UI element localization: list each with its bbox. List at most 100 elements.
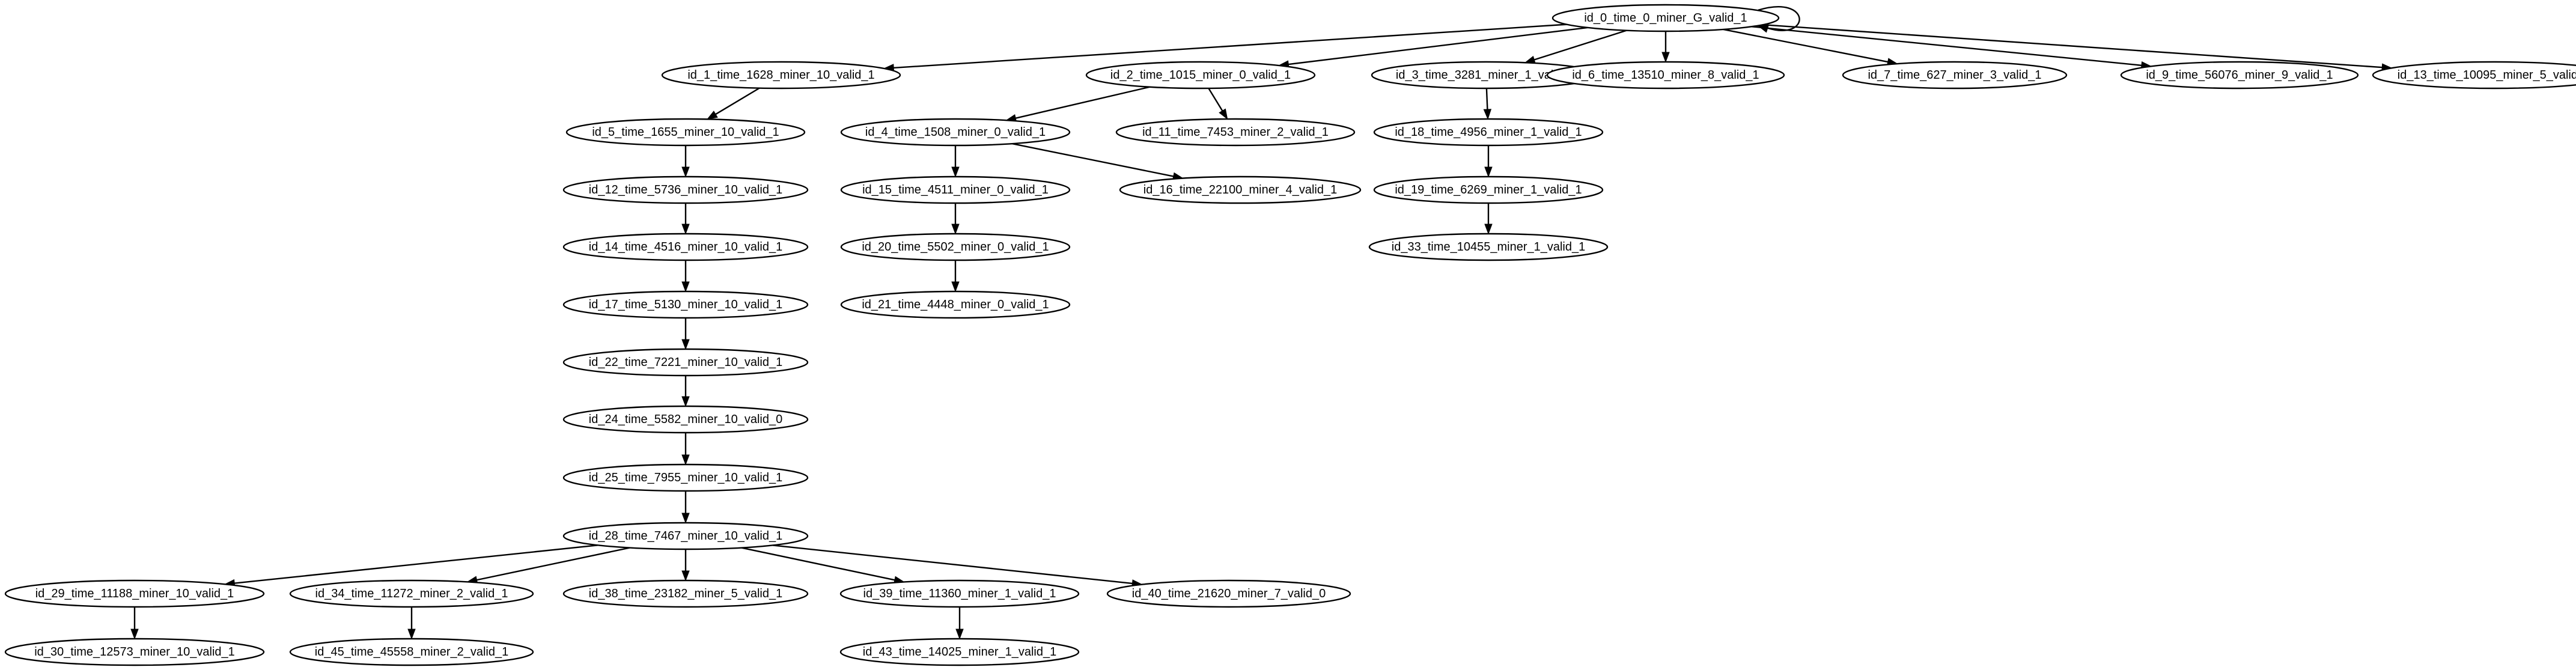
- node-ellipse: [562, 348, 809, 377]
- tree-node: id_3_time_3281_miner_1_valid_1: [1371, 61, 1601, 90]
- edge-line: [1012, 142, 1175, 177]
- tree-node: id_29_time_11188_miner_10_valid_1: [4, 579, 265, 608]
- edge-arrowhead: [1484, 166, 1493, 178]
- edge-line: [893, 23, 1567, 69]
- node-ellipse: [289, 638, 534, 666]
- edge: [951, 145, 960, 178]
- tree-node: id_19_time_6269_miner_1_valid_1: [1373, 175, 1604, 204]
- node-ellipse: [2372, 61, 2576, 90]
- edge: [681, 376, 690, 407]
- edge-line: [1208, 88, 1223, 112]
- node-ellipse: [4, 579, 265, 608]
- edge-arrowhead: [951, 166, 960, 178]
- tree-node: id_40_time_21620_miner_7_valid_0: [1106, 579, 1351, 608]
- edge: [1723, 28, 1898, 66]
- edge: [1484, 145, 1493, 178]
- edge: [681, 145, 690, 178]
- edge-line: [1762, 23, 2383, 69]
- edge: [681, 491, 690, 524]
- node-ellipse: [1373, 175, 1604, 204]
- node-ellipse: [840, 233, 1071, 261]
- edge: [130, 607, 139, 640]
- edge: [955, 607, 964, 640]
- node-label: id_33_time_10455_miner_1_valid_1: [1392, 240, 1585, 254]
- node-ellipse: [2120, 61, 2359, 90]
- tree-node: id_21_time_4448_miner_0_valid_1: [840, 290, 1071, 319]
- edge-line: [1752, 26, 2143, 67]
- node-label: id_24_time_5582_miner_10_valid_0: [589, 413, 782, 426]
- edge: [1208, 88, 1228, 120]
- tree-node: id_11_time_7453_miner_2_valid_1: [1115, 118, 1356, 147]
- edge-arrowhead: [681, 339, 690, 350]
- node-ellipse: [1115, 118, 1356, 147]
- edge-arrowhead: [681, 281, 690, 293]
- node-label: id_11_time_7453_miner_2_valid_1: [1142, 126, 1329, 139]
- node-label: id_45_time_45558_miner_2_valid_1: [315, 645, 508, 659]
- node-ellipse: [562, 522, 809, 550]
- node-ellipse: [661, 61, 901, 90]
- node-ellipse: [562, 233, 809, 261]
- edge: [681, 549, 690, 582]
- edge-line: [476, 547, 630, 581]
- node-ellipse: [840, 290, 1071, 319]
- edge: [681, 260, 690, 293]
- tree-node: id_17_time_5130_miner_10_valid_1: [562, 290, 809, 319]
- node-label: id_34_time_11272_miner_2_valid_1: [315, 587, 508, 600]
- tree-node: id_9_time_56076_miner_9_valid_1: [2120, 61, 2359, 90]
- tree-node: id_24_time_5582_miner_10_valid_0: [562, 405, 809, 434]
- tree-node: id_12_time_5736_miner_10_valid_1: [562, 175, 809, 204]
- edge: [951, 260, 960, 293]
- node-ellipse: [4, 638, 265, 666]
- edge: [681, 318, 690, 350]
- edge-arrowhead: [681, 224, 690, 235]
- node-label: id_30_time_12573_miner_10_valid_1: [34, 645, 235, 659]
- tree-node: id_4_time_1508_miner_0_valid_1: [840, 118, 1071, 147]
- edge-arrowhead: [681, 396, 690, 407]
- edge: [1524, 29, 1627, 64]
- edge-arrowhead: [681, 513, 690, 524]
- edge-line: [1288, 26, 1588, 65]
- tree-node: id_0_time_0_miner_G_valid_1: [1551, 4, 1780, 32]
- node-label: id_16_time_22100_miner_4_valid_1: [1143, 183, 1337, 196]
- tree-node: id_30_time_12573_miner_10_valid_1: [4, 638, 265, 666]
- node-ellipse: [1842, 61, 2068, 90]
- node-label: id_19_time_6269_miner_1_valid_1: [1395, 183, 1582, 196]
- edge-line: [714, 87, 760, 115]
- node-ellipse: [1368, 233, 1609, 261]
- node-ellipse: [562, 463, 809, 492]
- edge-line: [1533, 29, 1627, 61]
- edge-arrowhead: [130, 629, 139, 640]
- node-ellipse: [562, 579, 809, 608]
- node-label: id_5_time_1655_miner_10_valid_1: [592, 126, 779, 139]
- tree-node: id_34_time_11272_miner_2_valid_1: [289, 579, 534, 608]
- node-label: id_15_time_4511_miner_0_valid_1: [862, 183, 1049, 196]
- tree-node: id_6_time_13510_miner_8_valid_1: [1546, 61, 1785, 90]
- node-label: id_21_time_4448_miner_0_valid_1: [862, 298, 1049, 311]
- tree-node: id_20_time_5502_miner_0_valid_1: [840, 233, 1071, 261]
- edge-line: [741, 547, 896, 581]
- node-label: id_29_time_11188_miner_10_valid_1: [35, 587, 234, 600]
- edge-arrowhead: [1219, 108, 1228, 120]
- node-label: id_38_time_23182_miner_5_valid_1: [589, 587, 782, 600]
- nodes-layer: id_0_time_0_miner_G_valid_1 id_1_time_162…: [4, 4, 2576, 666]
- edge: [1483, 88, 1492, 120]
- edge-arrowhead: [1484, 224, 1493, 235]
- edge-line: [1758, 6, 1800, 31]
- node-ellipse: [562, 290, 809, 319]
- node-label: id_7_time_627_miner_3_valid_1: [1868, 69, 2041, 82]
- node-label: id_12_time_5736_miner_10_valid_1: [589, 183, 782, 196]
- node-ellipse: [839, 638, 1080, 666]
- node-label: id_14_time_4516_miner_10_valid_1: [589, 240, 782, 254]
- node-label: id_18_time_4956_miner_1_valid_1: [1395, 126, 1582, 139]
- tree-node: id_43_time_14025_miner_1_valid_1: [839, 638, 1080, 666]
- tree-node: id_5_time_1655_miner_10_valid_1: [565, 118, 806, 147]
- edge-line: [1485, 88, 1488, 111]
- edge-arrowhead: [1661, 52, 1670, 63]
- tree-node: id_1_time_1628_miner_10_valid_1: [661, 61, 901, 90]
- node-ellipse: [562, 405, 809, 434]
- tree-node: id_45_time_45558_miner_2_valid_1: [289, 638, 534, 666]
- edge: [466, 547, 630, 584]
- node-label: id_28_time_7467_miner_10_valid_1: [589, 529, 782, 543]
- tree-node: id_25_time_7955_miner_10_valid_1: [562, 463, 809, 492]
